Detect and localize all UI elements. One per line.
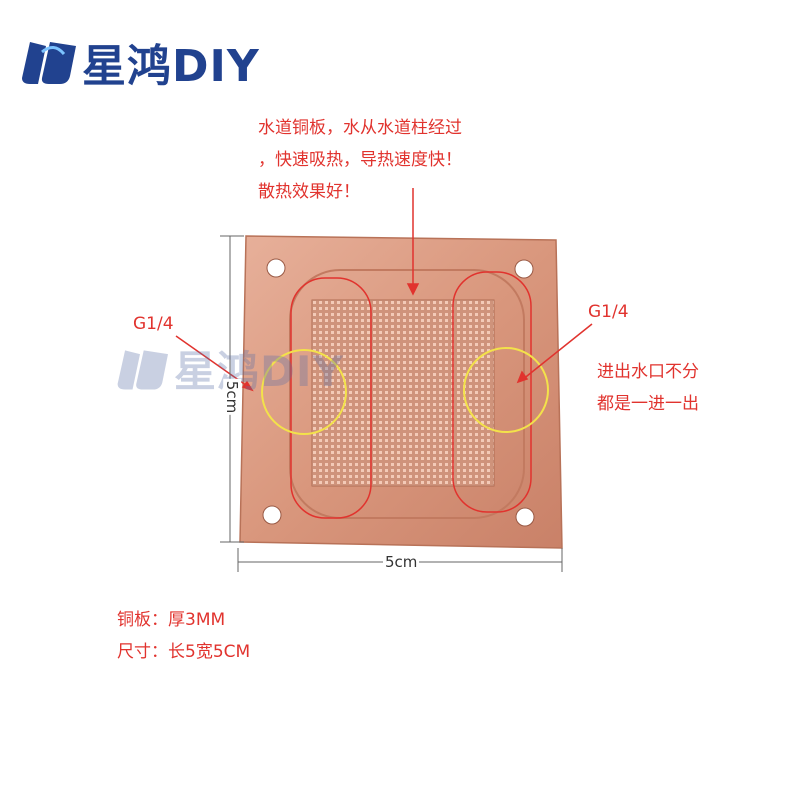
brand-logo-text: 星鸿DIY (82, 41, 260, 92)
main-annotation-line: 散热效果好！ (258, 182, 360, 202)
inlet-channel-outline (290, 277, 372, 519)
port-left-label: G1/4 (133, 314, 174, 334)
port-right-label: G1/4 (588, 302, 629, 322)
port-note: 进出水口不分 都是一进一出 (597, 356, 699, 420)
brand-logo: 星鸿DIY (16, 30, 260, 94)
height-dimension-label: 5cm (223, 378, 242, 416)
spec-size: 尺寸：长5宽5CM (117, 642, 251, 662)
main-annotation-line: ，快速吸热，导热速度快！ (258, 150, 462, 170)
outlet-channel-outline (452, 271, 532, 513)
watermark-icon (117, 349, 168, 390)
mount-hole-top-left (266, 258, 286, 278)
mount-hole-bottom-right (515, 507, 535, 527)
port-left-highlight (261, 349, 347, 435)
brand-logo-icon (22, 42, 76, 84)
port-right-highlight (463, 347, 549, 433)
main-annotation-line: 水道铜板，水从水道柱经过 (258, 118, 462, 138)
mount-hole-bottom-left (262, 505, 282, 525)
mount-hole-top-right (514, 259, 534, 279)
main-annotation: 水道铜板，水从水道柱经过 ，快速吸热，导热速度快！ 散热效果好！ (258, 112, 462, 208)
watermark-logo: 星鸿DIY (112, 338, 344, 399)
water-channel (289, 269, 525, 519)
spec-thickness: 铜板：厚3MM (117, 610, 226, 630)
watermark-text: 星鸿DIY (174, 347, 344, 396)
port-note-line: 都是一进一出 (597, 394, 699, 414)
width-dimension-label: 5cm (383, 553, 420, 571)
port-note-line: 进出水口不分 (597, 362, 699, 382)
